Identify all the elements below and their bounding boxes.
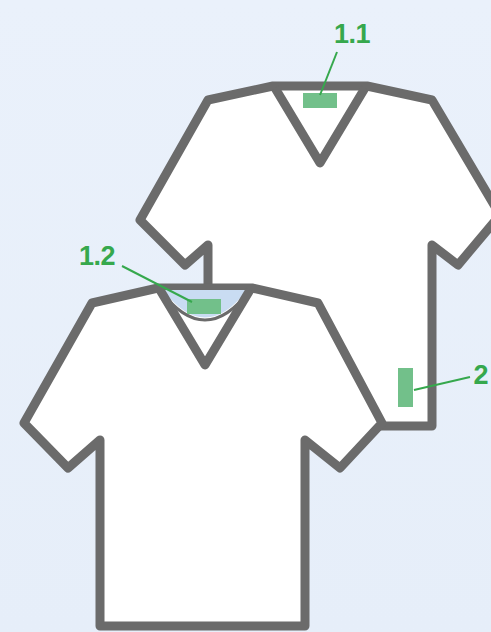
leader-line (414, 377, 470, 390)
callout-number: 2 (473, 362, 488, 389)
leader-line (122, 266, 192, 302)
callout-number: 1.2 (79, 243, 115, 270)
leader-line (320, 52, 337, 95)
label-tag (398, 368, 413, 407)
front-shirt (24, 288, 382, 626)
callout-number: 1.1 (334, 21, 370, 48)
label-tag (303, 93, 337, 108)
